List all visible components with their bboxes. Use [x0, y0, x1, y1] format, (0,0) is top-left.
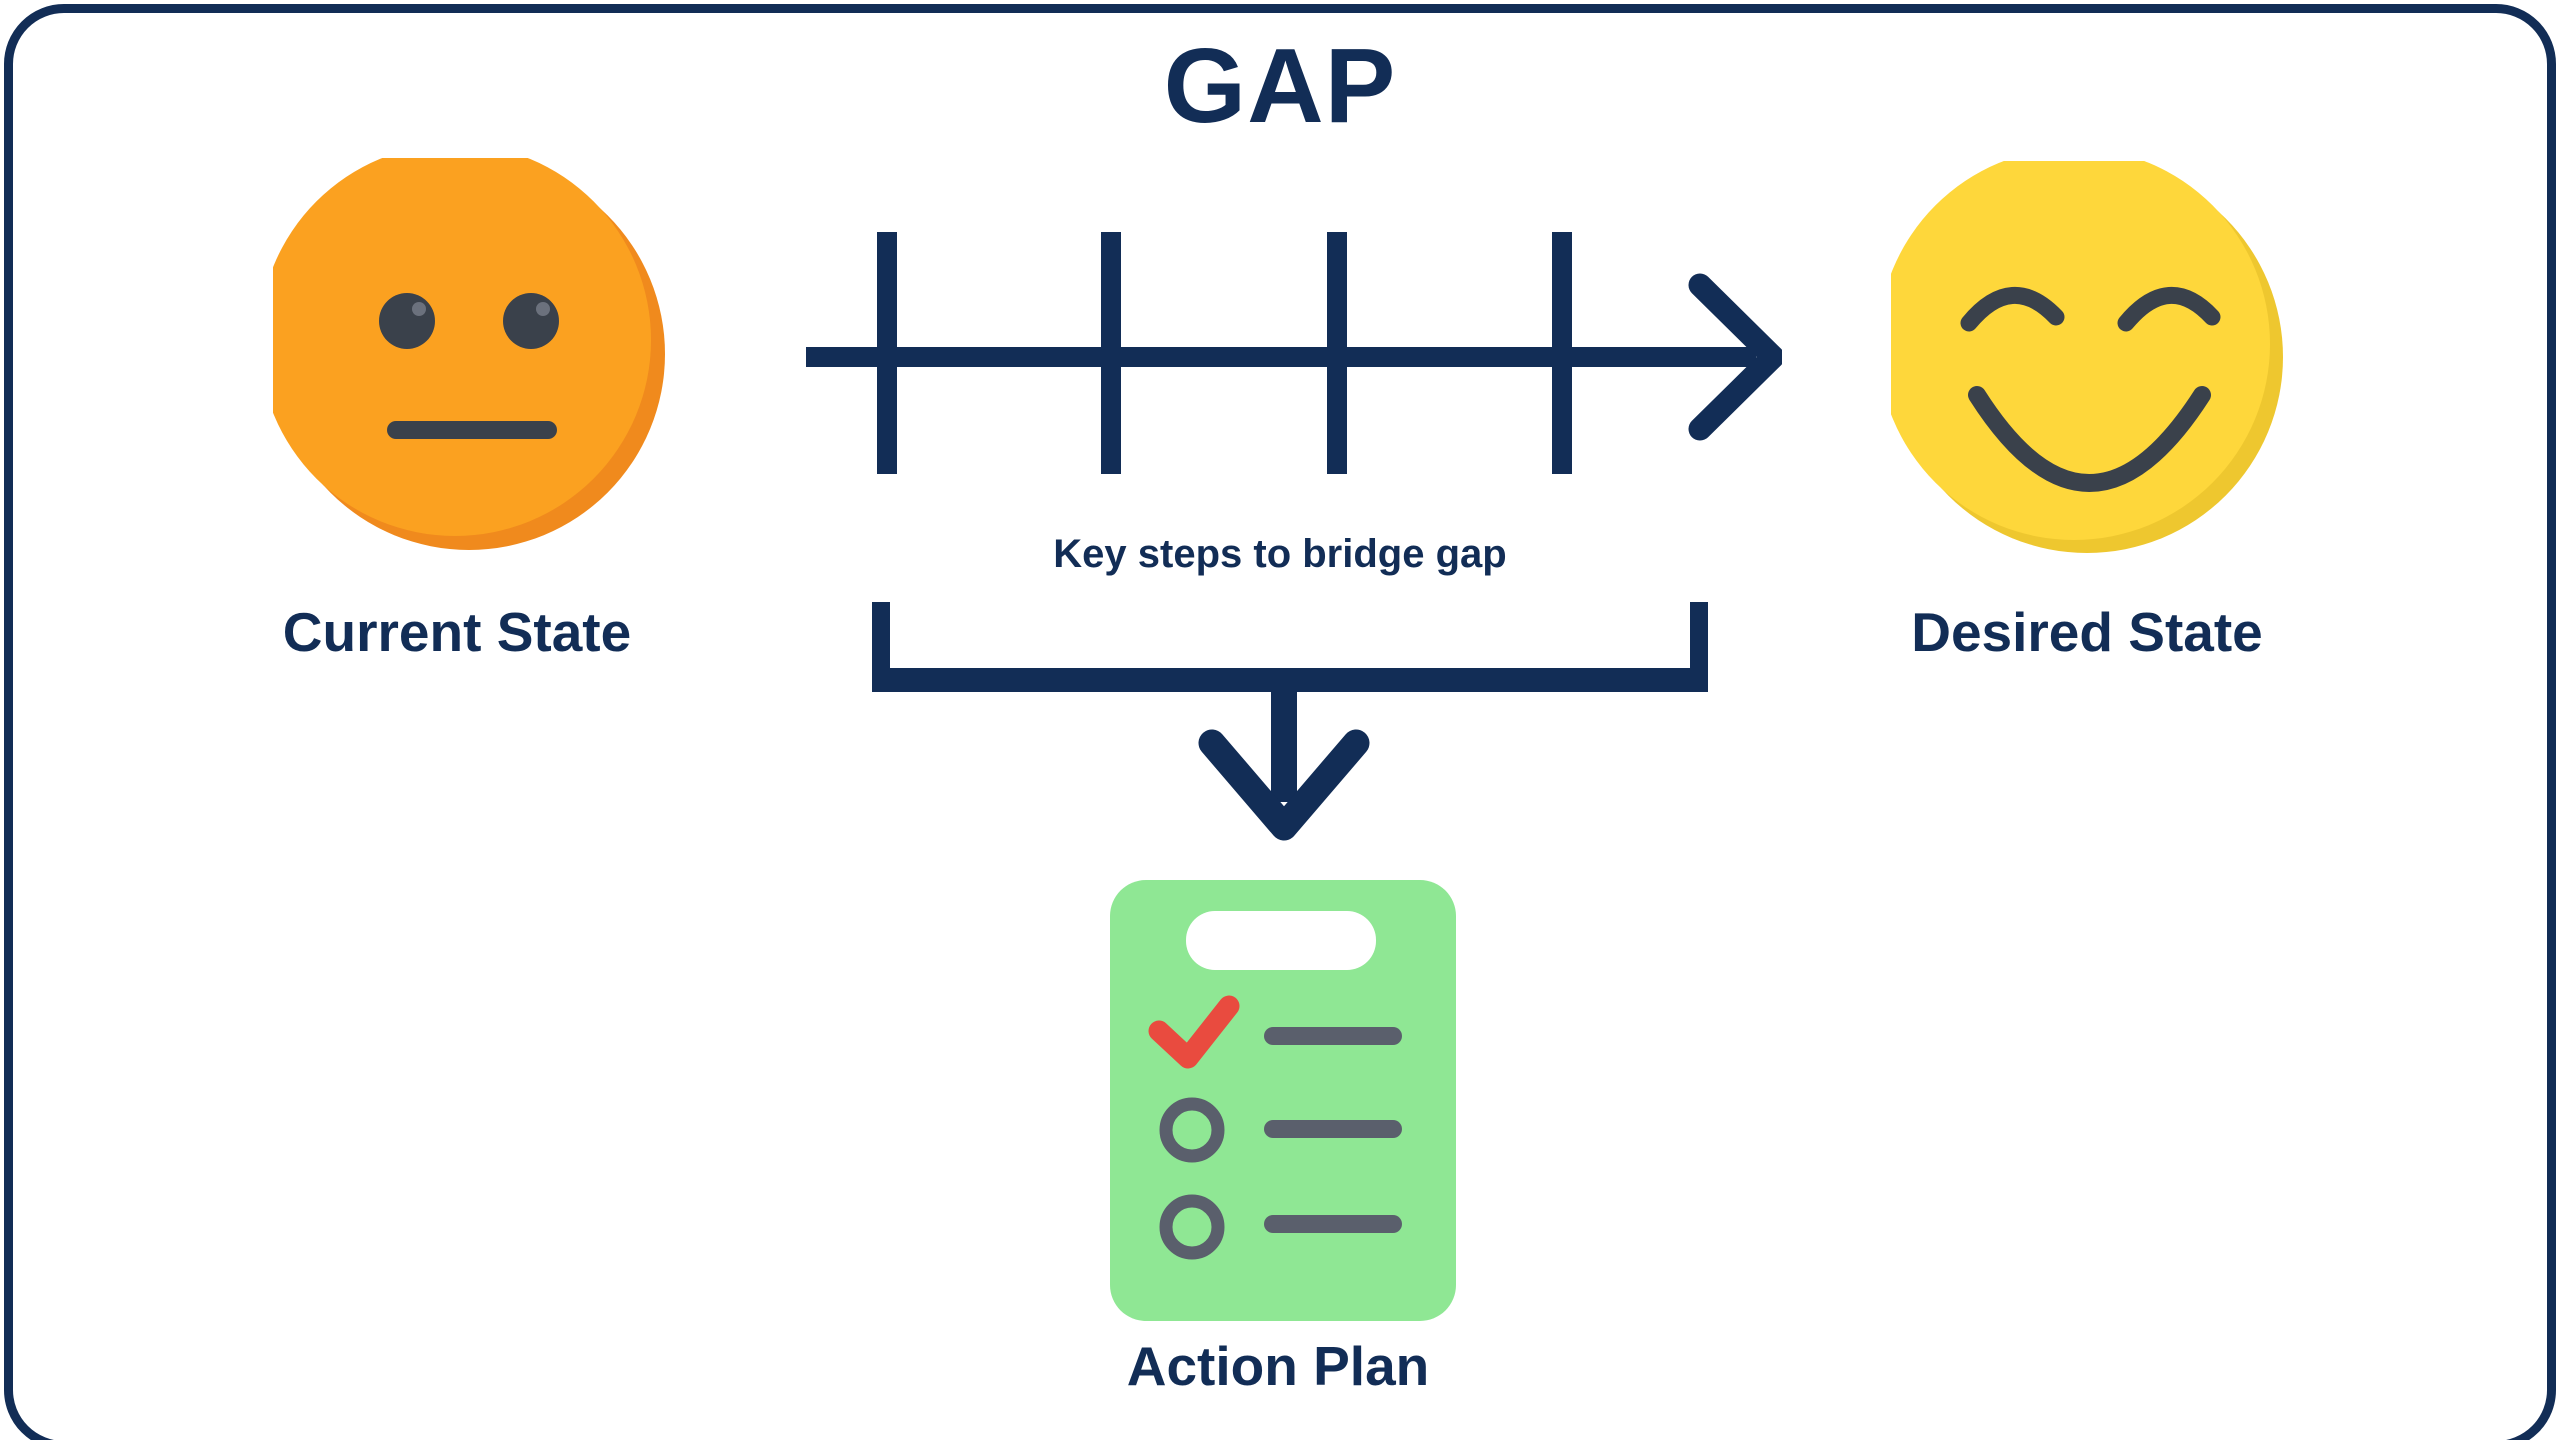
right-eye-highlight [536, 302, 550, 316]
desired-state-label: Desired State [1911, 601, 2263, 663]
timeline-ticks [877, 232, 1572, 474]
arrow-stem [1271, 690, 1297, 802]
bracket-bar [872, 668, 1708, 692]
arrowhead-down [1198, 729, 1370, 841]
right-eye [503, 293, 559, 349]
checklist-clipboard-icon [1110, 880, 1456, 1321]
list-line-3 [1264, 1215, 1402, 1233]
current-state-label: Current State [282, 601, 632, 663]
action-plan-label: Action Plan [1126, 1335, 1430, 1397]
list-bullet-2 [1159, 1194, 1225, 1260]
clipboard-body [1110, 880, 1456, 1321]
bridge-caption: Key steps to bridge gap [1053, 532, 1507, 576]
face-base [273, 158, 651, 536]
list-line-2 [1264, 1120, 1402, 1138]
neutral-mouth [387, 421, 557, 439]
left-closed-eye [1960, 286, 2065, 332]
timeline-arrow-icon [806, 232, 1782, 474]
bracket-down-arrow-icon [872, 602, 1708, 841]
list-line-1 [1264, 1027, 1402, 1045]
smile-mouth [1968, 386, 2211, 492]
clipboard-handle [1186, 911, 1376, 970]
check-mark-icon [1148, 995, 1240, 1069]
neutral-face-icon [273, 158, 665, 550]
page-title: GAP [1163, 27, 1397, 145]
timeline-axis [806, 347, 1756, 367]
list-bullet-1 [1159, 1097, 1225, 1163]
left-eye-highlight [412, 302, 426, 316]
right-closed-eye [2117, 286, 2221, 332]
left-eye [379, 293, 435, 349]
smiling-face-icon [1891, 161, 2283, 553]
diagram-border-frame [4, 4, 2556, 1440]
arrowhead-right [1688, 273, 1782, 441]
